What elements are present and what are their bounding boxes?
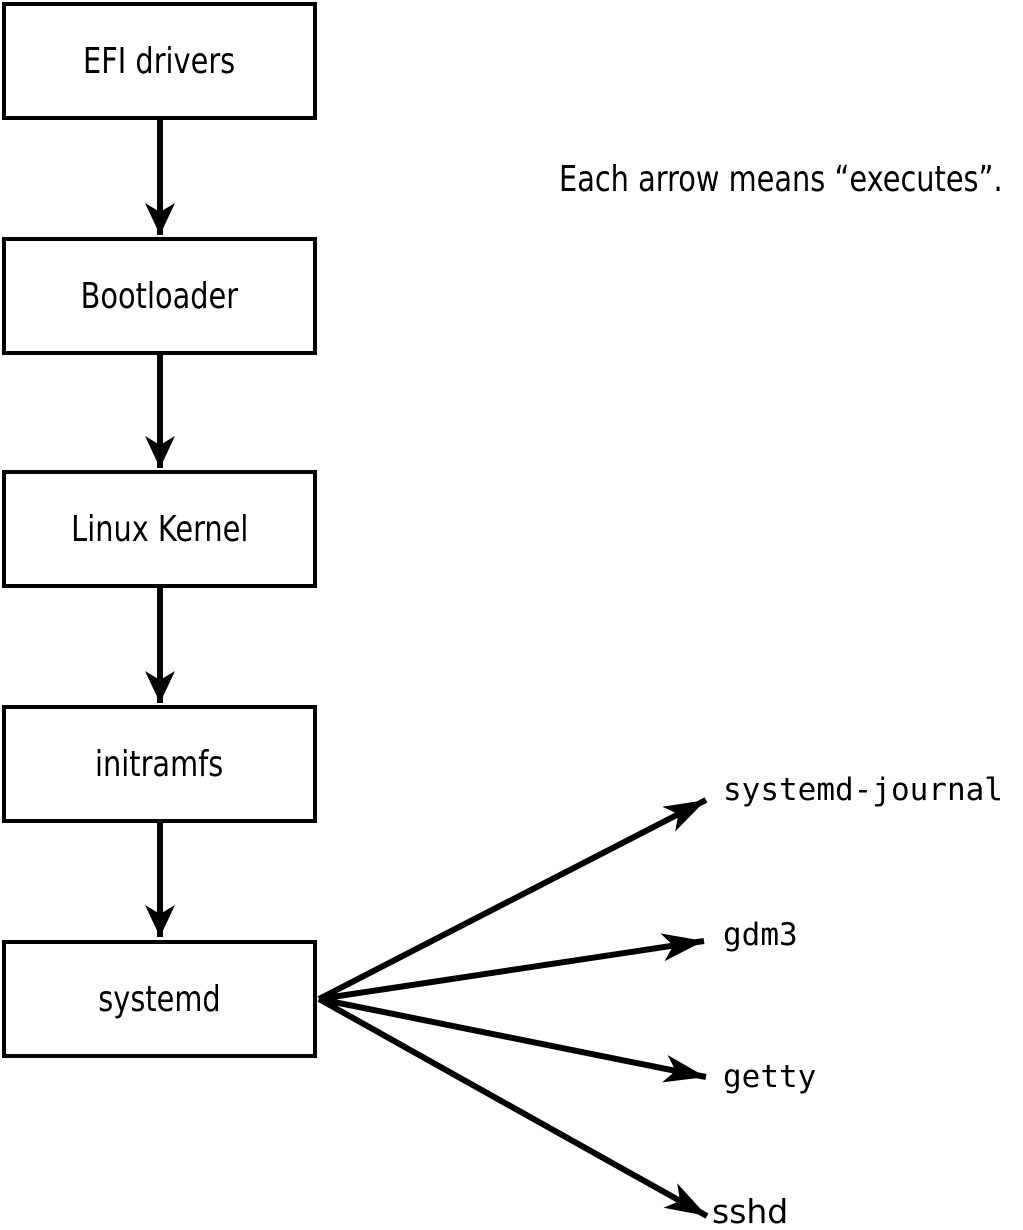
box-linux-kernel: Linux Kernel [2, 470, 317, 588]
target-getty-label: getty [723, 1059, 817, 1095]
box-systemd: systemd [2, 940, 317, 1058]
arrow-systemd-to-systemd-journal [317, 797, 708, 1002]
target-systemd-journal-label: systemd-journal [723, 772, 1003, 808]
box-efi-drivers-label: EFI drivers [83, 40, 236, 82]
box-bootloader-label: Bootloader [80, 275, 239, 317]
caption: Each arrow means “executes”. [559, 157, 1023, 201]
arrow-systemd-to-gdm3 [318, 933, 705, 1002]
box-systemd-label: systemd [98, 978, 221, 1020]
target-gdm3-label: gdm3 [723, 917, 798, 953]
box-bootloader: Bootloader [2, 237, 317, 355]
box-efi-drivers: EFI drivers [2, 2, 317, 120]
box-initramfs-label: initramfs [95, 743, 224, 785]
target-sshd-label: sshd [712, 1192, 789, 1230]
caption-text: Each arrow means “executes”. [559, 158, 1003, 200]
arrow-systemd-to-getty [318, 996, 707, 1083]
arrow-systemd-to-sshd [317, 996, 709, 1219]
box-initramfs: initramfs [2, 705, 317, 823]
box-linux-kernel-label: Linux Kernel [70, 508, 249, 550]
